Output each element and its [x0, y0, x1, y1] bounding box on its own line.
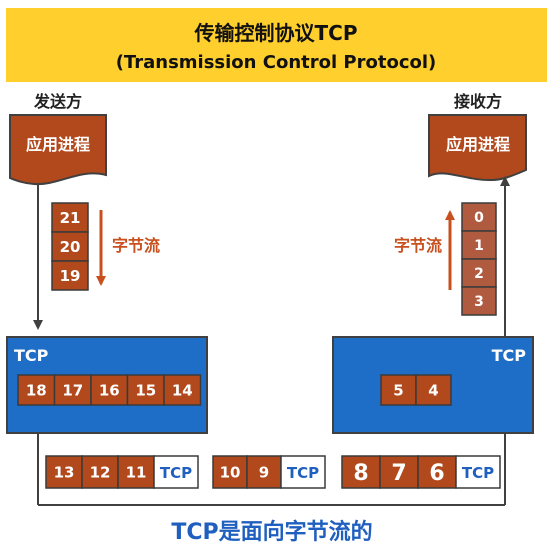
receiver-app-process: 应用进程	[428, 114, 527, 182]
byte-label: 0	[474, 210, 484, 226]
sender-tcp-buffer: TCP 18 17 16 15 14	[6, 336, 208, 434]
segment-byte: 7	[379, 455, 419, 489]
receiver-app-byte: 3	[461, 286, 497, 316]
sender-tcp-byte: 18	[17, 374, 56, 406]
byte-label: 17	[62, 381, 83, 399]
segment-tcp-label: TCP	[287, 464, 319, 482]
segment-byte: 9	[246, 455, 282, 489]
receiver-app-byte: 0	[461, 202, 497, 232]
sender-process-label: 应用进程	[26, 135, 90, 154]
sender-tcp-byte: 15	[126, 374, 165, 406]
receiver-process-label: 应用进程	[446, 135, 510, 154]
sender-app-byte: 21	[51, 202, 89, 233]
segment: 10 9 TCP	[212, 455, 326, 489]
receiver-stream-label: 字节流	[394, 236, 442, 255]
segment-tcp-header: TCP	[153, 455, 199, 489]
segment-byte: 11	[117, 455, 155, 489]
byte-label: 9	[259, 463, 269, 481]
byte-label: 16	[99, 381, 120, 399]
sender-app-byte: 19	[51, 260, 89, 291]
byte-label: 15	[135, 381, 156, 399]
sender-app-byte: 20	[51, 231, 89, 262]
sender-label: 发送方	[33, 92, 82, 111]
sender-tcp-label: TCP	[14, 346, 49, 365]
sender-app-process: 应用进程	[9, 114, 107, 186]
segment-tcp-header: TCP	[280, 455, 326, 489]
title-main: 传输控制协议TCP	[194, 21, 358, 45]
segment-tcp-label: TCP	[160, 464, 192, 482]
byte-label: 11	[126, 463, 147, 481]
title-banner: 传输控制协议TCP (Transmission Control Protocol…	[6, 8, 547, 82]
byte-label: 20	[60, 238, 81, 256]
title-sub: (Transmission Control Protocol)	[116, 52, 437, 73]
segment-tcp-label: TCP	[462, 464, 494, 482]
byte-label: 5	[393, 381, 403, 399]
caption: TCP是面向字节流的	[171, 519, 372, 545]
byte-label: 13	[54, 463, 75, 481]
segment-byte: 12	[81, 455, 119, 489]
byte-label: 12	[90, 463, 111, 481]
byte-label: 3	[474, 294, 484, 310]
segment-tcp-header: TCP	[455, 455, 501, 489]
segment-byte: 10	[212, 455, 248, 489]
sender-tcp-bytes: 18 17 16 15 14	[17, 374, 202, 406]
receiver-label: 接收方	[454, 92, 502, 111]
byte-label: 7	[391, 461, 406, 486]
segment-byte: 8	[341, 455, 381, 489]
receiver-tcp-label: TCP	[492, 346, 527, 365]
byte-label: 10	[220, 463, 241, 481]
sender-app-byte-stack: 21 20 19	[51, 202, 89, 291]
receiver-app-byte-stack: 0 1 2 3	[461, 202, 497, 316]
sender-tcp-byte: 16	[90, 374, 129, 406]
byte-label: 4	[428, 381, 438, 399]
receiver-tcp-byte: 5	[380, 374, 417, 406]
sender-stream-label: 字节流	[112, 236, 160, 255]
segment-byte: 13	[45, 455, 83, 489]
receiver-app-byte: 2	[461, 258, 497, 288]
byte-label: 2	[474, 266, 484, 282]
byte-label: 21	[60, 209, 81, 227]
byte-label: 6	[429, 461, 444, 486]
byte-label: 14	[172, 381, 193, 399]
sender-tcp-byte: 14	[163, 374, 202, 406]
segment-byte: 6	[417, 455, 457, 489]
sender-tcp-byte: 17	[53, 374, 92, 406]
segment: 13 12 11 TCP	[45, 455, 199, 489]
byte-label: 8	[353, 461, 368, 486]
byte-label: 19	[60, 267, 81, 285]
byte-label: 1	[474, 238, 484, 254]
receiver-tcp-byte: 4	[415, 374, 452, 406]
connection-lines	[33, 176, 510, 506]
receiver-app-byte: 1	[461, 230, 497, 260]
byte-label: 18	[26, 381, 47, 399]
